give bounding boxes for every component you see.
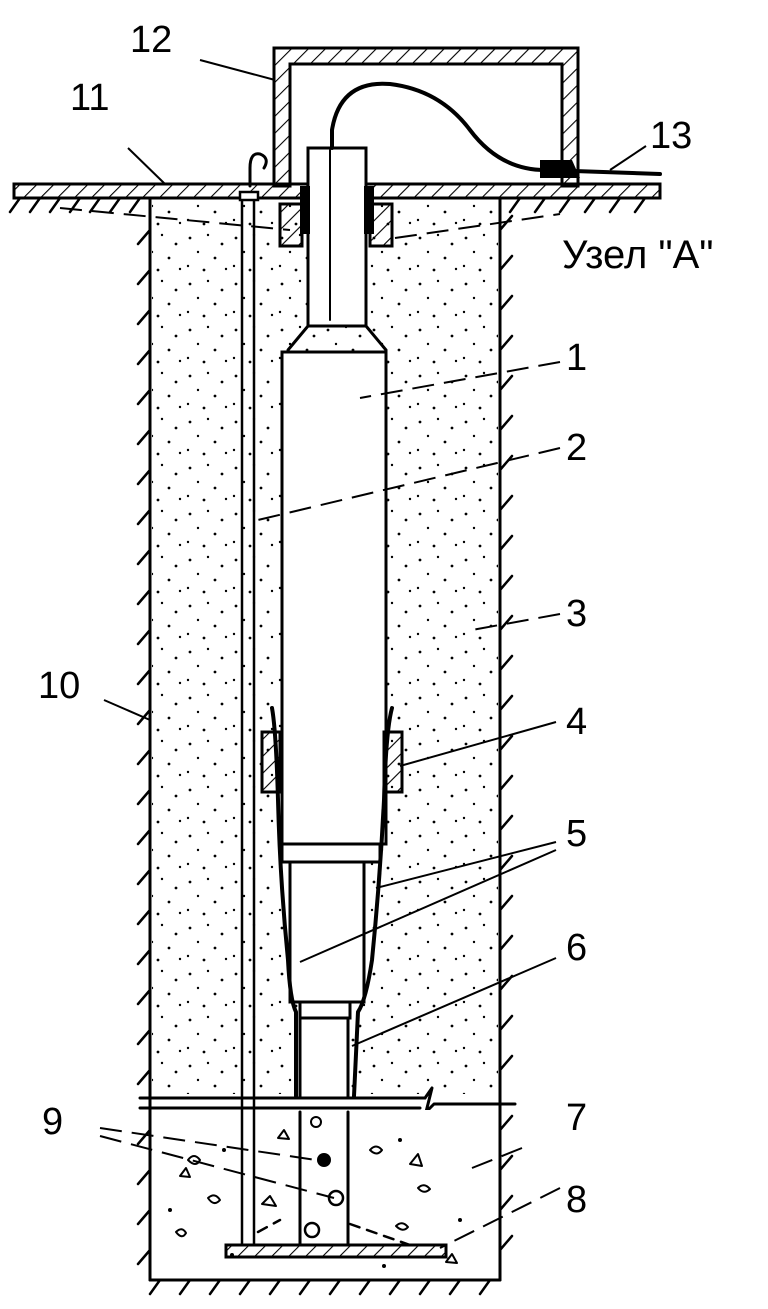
label-11: 11 — [70, 77, 109, 119]
label-7: 7 — [566, 1097, 587, 1139]
label-3: 3 — [566, 593, 587, 635]
label-8: 8 — [566, 1179, 587, 1221]
leader-lines — [59, 207, 561, 1249]
label-2: 2 — [566, 427, 587, 469]
label-6: 6 — [566, 927, 587, 969]
label-13: 13 — [650, 115, 692, 157]
guide-rod — [238, 152, 268, 1247]
signal-cable — [330, 81, 662, 178]
protective-cap — [272, 46, 580, 188]
base-plate — [224, 1243, 448, 1259]
label-9: 9 — [42, 1101, 63, 1143]
label-4: 4 — [566, 701, 587, 743]
node-label: Узел "А" — [562, 233, 714, 277]
label-12: 12 — [130, 19, 172, 61]
bore-hole-wall — [136, 196, 514, 1296]
top-flange — [278, 186, 394, 248]
label-10: 10 — [38, 665, 80, 707]
leader-lines-solid — [103, 59, 647, 1047]
label-1: 1 — [566, 337, 587, 379]
sensor-body — [280, 146, 388, 1100]
label-5: 5 — [566, 813, 587, 855]
spring-strips — [270, 706, 394, 1098]
